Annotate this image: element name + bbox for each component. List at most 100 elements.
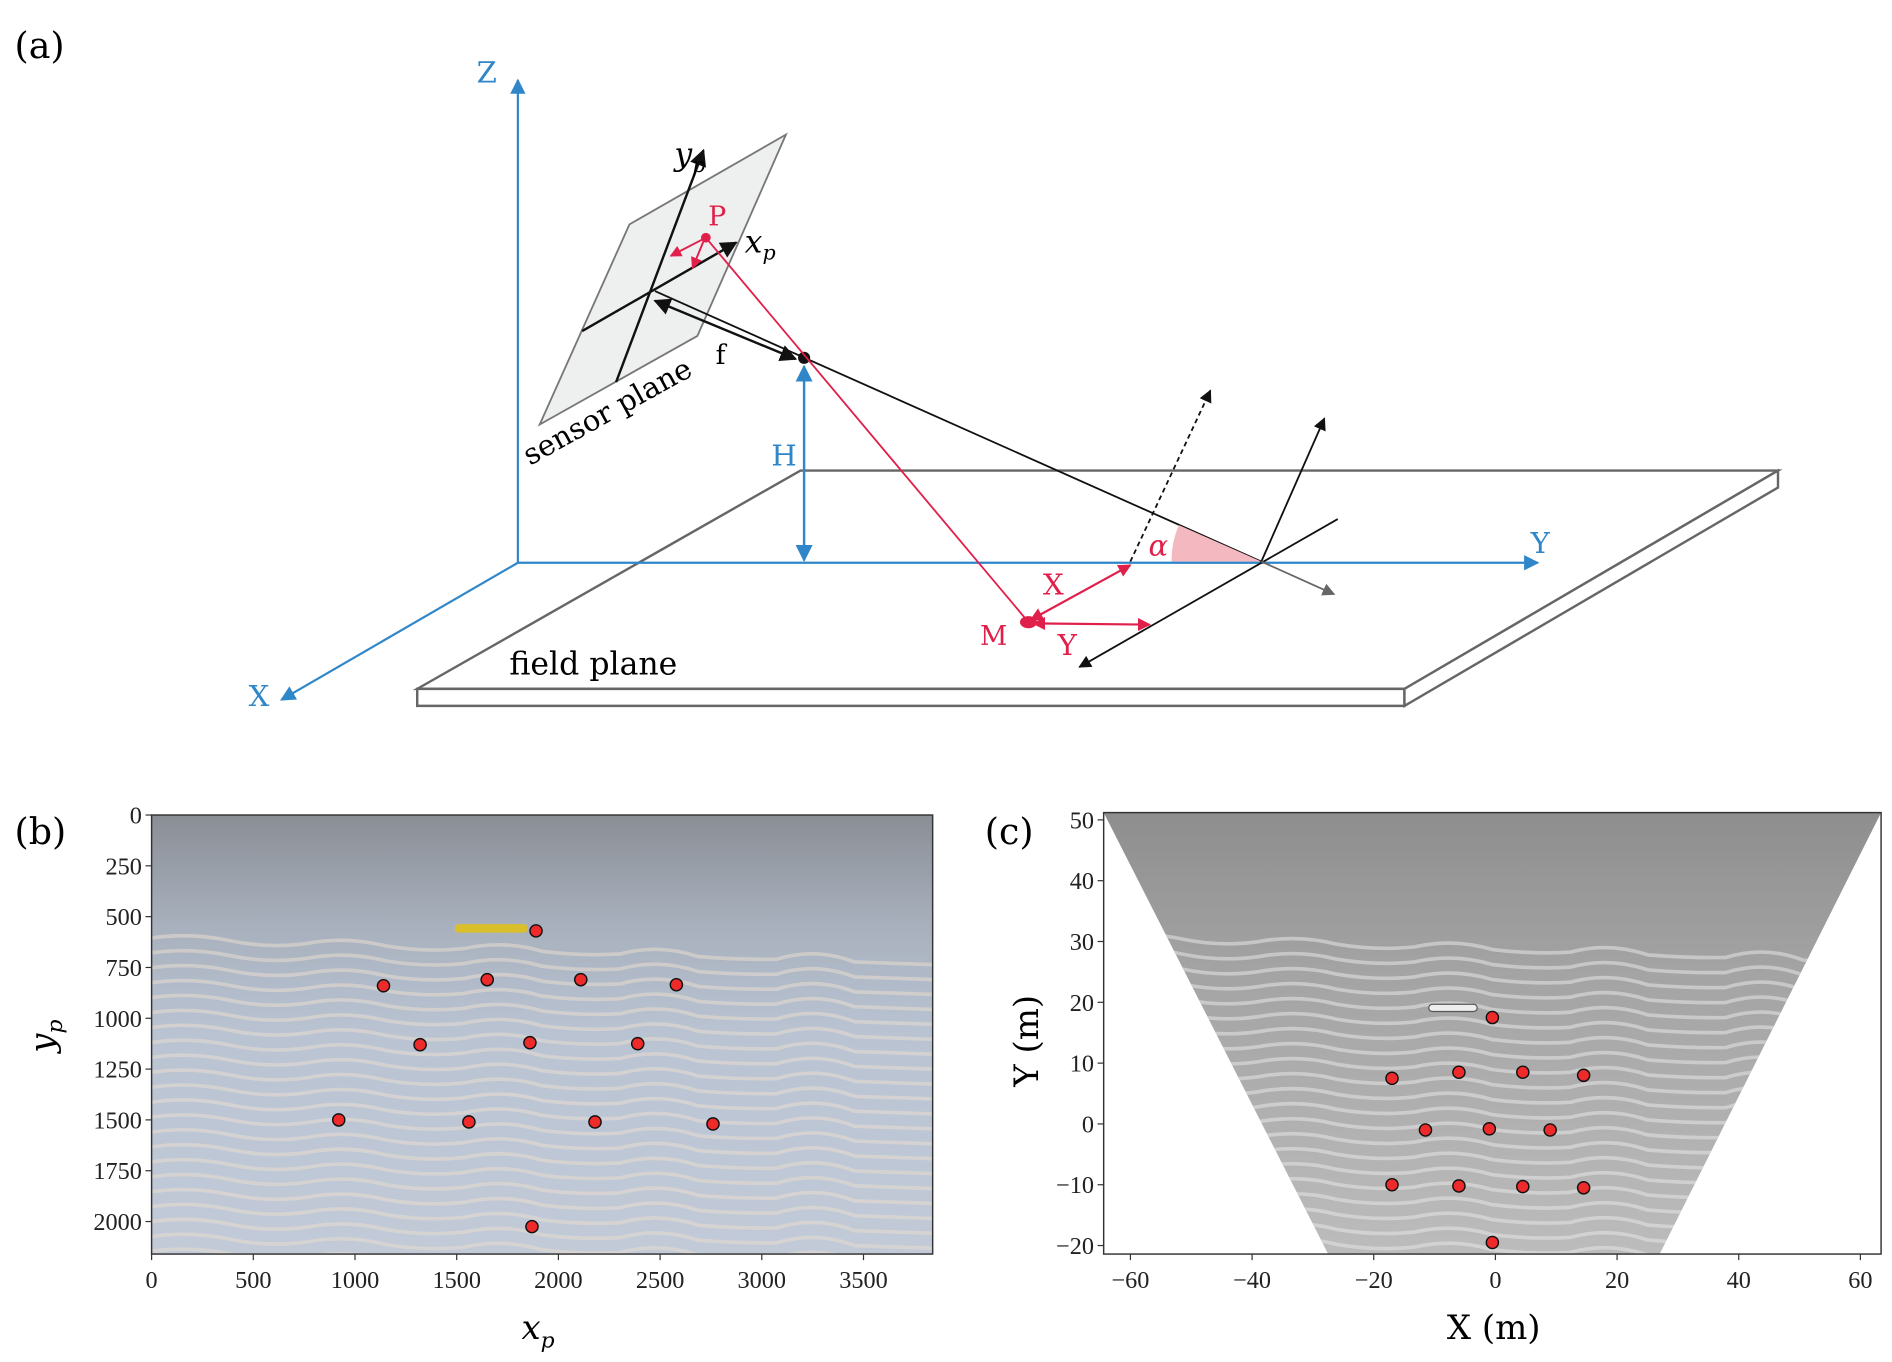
- panel-b-frame: [150, 814, 934, 1255]
- local-z-arrow: [1260, 417, 1326, 562]
- y-tick-label: 30: [1070, 929, 1094, 956]
- sand-ripple: [1103, 1007, 1882, 1040]
- x-tick-label: −40: [1233, 1267, 1271, 1294]
- x-tick-label: 2500: [636, 1267, 685, 1294]
- panel-a-label: (a): [15, 24, 65, 67]
- sand-ripple: [151, 1038, 933, 1071]
- marker-point: [1452, 1179, 1466, 1193]
- x-tick-label: 40: [1727, 1267, 1751, 1294]
- z-axis-label: Z: [477, 55, 497, 89]
- y-tick-label: 1500: [93, 1107, 141, 1134]
- sand-ripple: [151, 1068, 933, 1101]
- sand-ripple: [151, 1142, 933, 1176]
- marker-point: [1385, 1071, 1399, 1086]
- y-tick-label: 20: [1070, 990, 1094, 1017]
- x-tick-label: 60: [1848, 1267, 1872, 1294]
- sand-ripple: [151, 1202, 933, 1236]
- local-y-arrow: [1260, 560, 1336, 596]
- sand-ripple: [151, 1217, 933, 1251]
- marker-point: [1485, 1235, 1500, 1250]
- sand-ripple: [151, 1113, 933, 1146]
- optical-axis: [654, 290, 1262, 563]
- local-x-label: X: [1043, 567, 1064, 601]
- y-tick-label: 1000: [93, 1006, 141, 1033]
- marker-point: [1418, 1123, 1433, 1137]
- x-tick-label: −20: [1355, 1267, 1393, 1294]
- sand-ripple: [151, 1098, 933, 1131]
- marker-point: [376, 978, 391, 993]
- sand-ripple: [151, 978, 933, 1012]
- panel-c-frame: [1102, 811, 1882, 1255]
- p-yp-offset-arrow: [691, 240, 705, 270]
- sand-ripple: [1103, 992, 1882, 1025]
- sand-ripple: [151, 1187, 933, 1221]
- p-xp-offset-arrow: [669, 238, 704, 257]
- local-x-arrow: [1078, 518, 1339, 668]
- marker-point: [529, 924, 543, 938]
- sand-ripple: [1103, 962, 1882, 995]
- marker-point: [1576, 1180, 1591, 1195]
- boat: [454, 924, 528, 933]
- marker-point: [588, 1115, 602, 1129]
- field-plane-label: field plane: [509, 646, 677, 682]
- sand-ripple: [151, 1157, 933, 1191]
- sand-ripple: [151, 963, 933, 997]
- focal-length-arrow: [653, 298, 798, 361]
- sand-ripple: [151, 933, 933, 967]
- marker-point: [462, 1115, 476, 1129]
- marker-point: [630, 1036, 645, 1051]
- x-axis-label: X: [249, 679, 270, 713]
- y-tick-label: 1750: [93, 1158, 141, 1185]
- marker-point: [573, 972, 588, 987]
- y-tick-label: 500: [106, 904, 142, 931]
- marker-point: [480, 972, 495, 987]
- sand-ripple: [151, 1008, 933, 1042]
- y-tick-label: −10: [1056, 1172, 1094, 1199]
- dashed-normal-arrow: [1129, 389, 1212, 562]
- sand-ripple: [1103, 1022, 1882, 1055]
- panel-b-ylabel: yp: [22, 1020, 67, 1055]
- y-tick-label: 0: [1082, 1111, 1094, 1138]
- sand-ripple: [151, 1083, 933, 1116]
- y-tick-label: 0: [130, 803, 142, 830]
- sand-ripple: [151, 1053, 933, 1086]
- boat: [1428, 1003, 1478, 1013]
- y-tick-label: 1250: [93, 1057, 141, 1084]
- marker-point: [1485, 1010, 1500, 1025]
- sand-ripple: [151, 993, 933, 1027]
- y-tick-label: 250: [106, 853, 142, 880]
- yp-axis: [614, 148, 706, 383]
- sand-ripple: [151, 948, 933, 982]
- x-tick-label: 500: [235, 1267, 271, 1294]
- x-tick-label: 0: [1489, 1267, 1501, 1294]
- marker-point: [1385, 1177, 1399, 1192]
- sand-ripple: [151, 1023, 933, 1057]
- sand-ripple: [1103, 977, 1882, 1010]
- sand-ripple: [151, 1128, 933, 1161]
- y-tick-label: 50: [1070, 807, 1094, 834]
- m-y-offset-arrow: [1032, 616, 1152, 632]
- x-tick-label: 20: [1605, 1267, 1629, 1294]
- orthorectified-image: [1103, 812, 1882, 1255]
- marker-point: [523, 1035, 537, 1050]
- marker-point: [525, 1219, 539, 1234]
- marker-point: [1576, 1068, 1591, 1083]
- marker-point: [413, 1037, 427, 1052]
- y-tick-label: 40: [1070, 868, 1094, 895]
- point-m-label: M: [980, 621, 1007, 652]
- panel-c-ylabel: Y (m): [1007, 995, 1047, 1088]
- x-tick-label: 1500: [432, 1267, 481, 1294]
- projection-ray: [705, 237, 1030, 623]
- height-label: H: [771, 439, 796, 473]
- focal-length-label: f: [716, 340, 728, 371]
- marker-point: [1482, 1122, 1497, 1136]
- local-y-label: Y: [1057, 628, 1078, 662]
- xp-axis: [581, 241, 738, 333]
- marker-point: [669, 977, 684, 992]
- sand-ripple: [151, 1232, 841, 1255]
- y-axis-label: Y: [1530, 526, 1551, 560]
- xp-label: xp: [745, 224, 776, 264]
- panel-b-xlabel: xp: [522, 1308, 555, 1353]
- alpha-label: α: [1149, 528, 1169, 562]
- x-tick-label: 3500: [839, 1267, 888, 1294]
